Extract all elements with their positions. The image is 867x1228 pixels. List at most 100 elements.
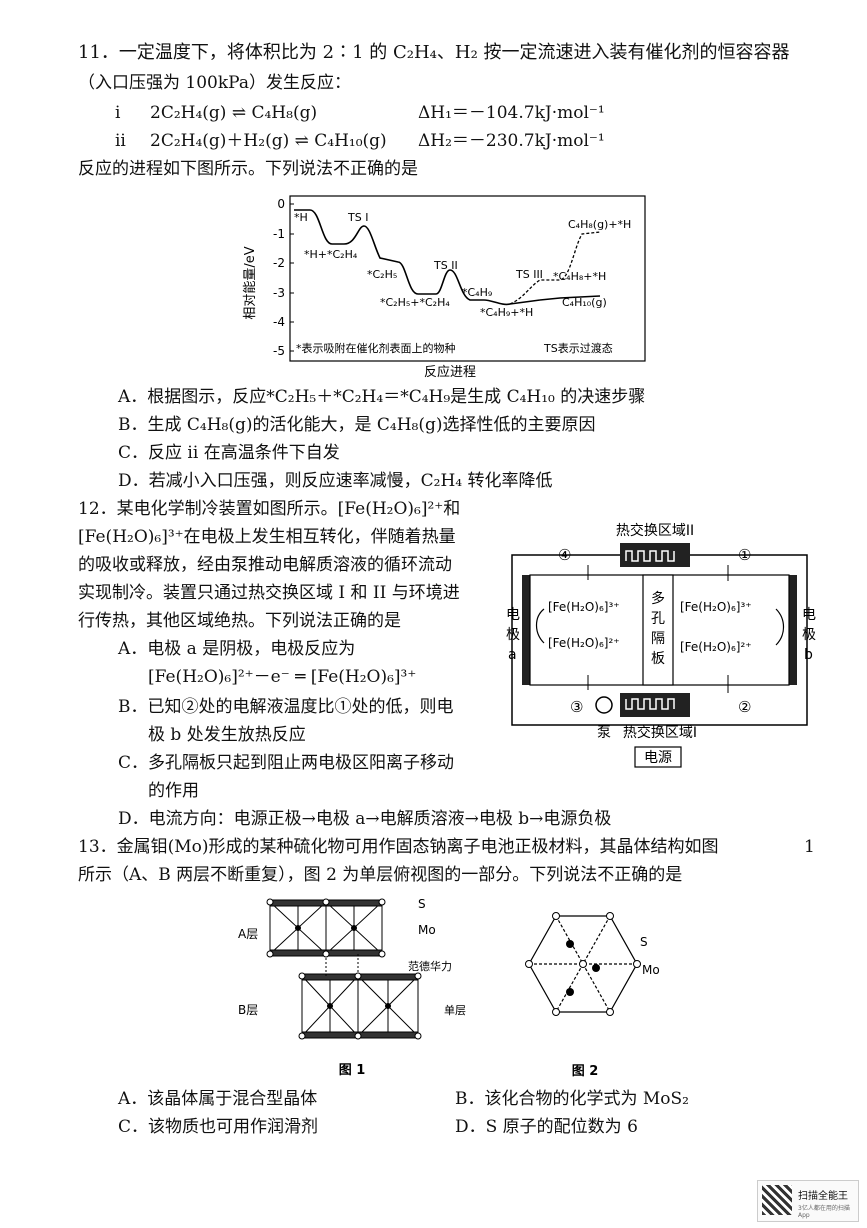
label-mo-fig2: Mo — [642, 963, 660, 977]
q11-option-b: B．生成 C₄H₈(g)的活化能大，是 C₄H₈(g)选择性低的主要原因 — [118, 415, 596, 435]
label-c4h8-gas: C₄H₈(g)+*H — [568, 218, 631, 231]
marker-2: ② — [738, 698, 751, 716]
q11-reaction1-label: i — [115, 103, 121, 123]
y-tick: -1 — [273, 227, 285, 241]
plot-frame — [289, 195, 646, 362]
q13-stem-line2: 所示（A、B 两层不断重复），图 2 为单层俯视图的一部分。下列说法不正确的是 — [78, 865, 683, 885]
q11-reaction1-enthalpy: ΔH₁＝－104.7kJ·mol⁻¹ — [418, 103, 605, 123]
caption-figure-2: 图 2 — [572, 1064, 599, 1079]
fe2-right: [Fe(H₂O)₆]²⁺ — [680, 640, 752, 654]
q11-reaction1-equation: 2C₂H₄(g) ⇌ C₄H₈(g) — [150, 103, 318, 123]
note-adsorbed: *表示吸附在催化剂表面上的物种 — [296, 341, 456, 355]
crystal-top-view-figure-2: S Mo 图 2 — [525, 912, 660, 1079]
electrode-a — [522, 575, 530, 685]
q12-option-a-line2: [Fe(H₂O)₆]²⁺－e⁻ ═ [Fe(H₂O)₆]³⁺ — [148, 667, 417, 687]
label-ts3: TS III — [515, 268, 543, 281]
marker-4: ④ — [558, 546, 571, 564]
q12-option-d: D．电流方向：电源正极→电极 a→电解质溶液→电极 b→电源负极 — [118, 809, 612, 829]
q12-stem-line4: 实现制冷。装置只通过热交换区域 I 和 II 与环境进 — [78, 583, 460, 603]
label-s-fig1: S — [418, 897, 426, 911]
y-tick: -2 — [273, 256, 285, 270]
scanner-watermark: 扫描全能王 3亿人都在用的扫描App — [757, 1180, 859, 1222]
power-source — [634, 746, 682, 768]
label-c2h5: *C₂H₅ — [367, 268, 397, 281]
q12-stem-line2: [Fe(H₂O)₆]³⁺在电极上发生相互转化，伴随着热量 — [78, 527, 456, 547]
membrane-char: 孔 — [651, 611, 665, 627]
marker-3: ③ — [570, 698, 583, 716]
q12-option-c-line1: C．多孔隔板只起到阻止两电极区阳离子移动 — [118, 753, 455, 773]
q13-option-b: B．该化合物的化学式为 MoS₂ — [455, 1089, 689, 1109]
electrode-b-char: b — [804, 647, 813, 663]
y-axis-label: 相对能量/eV — [243, 246, 258, 319]
qr-code-icon — [762, 1185, 792, 1215]
electrode-a-char: 极 — [506, 627, 520, 643]
q12-stem-line1: 12．某电化学制冷装置如图所示。[Fe(H₂O)₆]²⁺和 — [78, 499, 461, 519]
q12-option-b-line1: B．已知②处的电解液温度比①处的低，则电 — [118, 697, 454, 717]
label-s-fig2: S — [640, 935, 648, 949]
electrode-a-char: 电 — [506, 607, 520, 623]
reaction-path-c4h10 — [294, 209, 541, 306]
q11-reaction2-enthalpy: ΔH₂＝－230.7kJ·mol⁻¹ — [418, 131, 605, 151]
label-van-der-waals: 范德华力 — [408, 959, 452, 973]
heat-exchanger-1 — [620, 693, 690, 717]
label-c2h5-c2h4: *C₂H₅+*C₂H₄ — [380, 296, 450, 309]
fe3-right: [Fe(H₂O)₆]³⁺ — [680, 600, 752, 614]
note-transition-state: TS表示过渡态 — [543, 341, 613, 355]
q11-option-d: D．若减小入口压强，则反应速率减慢，C₂H₄ 转化率降低 — [118, 471, 553, 491]
y-tick: 0 — [277, 197, 285, 211]
label-h: *H — [294, 211, 308, 224]
arrow-right-cycle — [775, 608, 785, 646]
electrode-b-char: 电 — [802, 607, 816, 623]
label-c4h8-h-adsorbed: *C₄H₈+*H — [553, 270, 606, 283]
electrode-a-char: a — [508, 647, 517, 663]
q13-option-c: C．该物质也可用作润滑剂 — [118, 1117, 319, 1137]
label-ts1: TS I — [347, 211, 368, 224]
y-ticks: 0 -1 -2 -3 -4 -5 — [273, 197, 285, 358]
label-pump: 泵 — [597, 725, 611, 741]
q12-stem-line3: 的吸收或释放，经由泵推动电解质溶液的循环流动 — [78, 555, 452, 575]
energy-profile-diagram: 相对能量/eV 0 -1 -2 -3 -4 -5 *H *H+*C₂H₄ TS … — [243, 195, 646, 378]
x-axis-label: 反应进程 — [424, 364, 476, 378]
q11-stem-line2: （入口压强为 100kPa）发生反应： — [78, 73, 351, 93]
q12-stem-line5: 行传热，其他区域绝热。下列说法正确的是 — [78, 611, 401, 631]
membrane-char: 多 — [651, 590, 665, 607]
q12-option-b-line2: 极 b 处发生放热反应 — [148, 725, 306, 745]
q12-option-c-line2: 的作用 — [148, 781, 199, 801]
crystal-structure-figure-1: A层 B层 S Mo 范德华力 单层 图 1 — [238, 897, 466, 1078]
q11-reaction2-equation: 2C₂H₄(g)＋H₂(g) ⇌ C₄H₁₀(g) — [150, 131, 387, 151]
label-h-c2h4: *H+*C₂H₄ — [304, 248, 358, 261]
q13-option-a: A．该晶体属于混合型晶体 — [118, 1089, 318, 1109]
watermark-subtitle: 3亿人都在用的扫描App — [798, 1205, 850, 1219]
label-layer-a: A层 — [238, 927, 258, 941]
membrane-char: 板 — [651, 651, 665, 667]
q11-stem-line1: 11．一定温度下，将体积比为 2∶1 的 C₂H₄、H₂ 按一定流速进入装有催化… — [78, 42, 790, 63]
electrode-b-char: 极 — [802, 627, 816, 643]
label-layer-b: B层 — [238, 1003, 258, 1017]
label-c4h9: *C₄H₉ — [462, 286, 492, 299]
q13-option-d: D．S 原子的配位数为 6 — [455, 1117, 638, 1137]
q11-stem-line5: 反应的进程如下图所示。下列说法不正确的是 — [78, 159, 418, 179]
q11-option-a: A．根据图示，反应*C₂H₅＋*C₂H₄＝*C₄H₉是生成 C₄H₁₀ 的决速步… — [118, 387, 646, 407]
fe3-left: [Fe(H₂O)₆]³⁺ — [548, 600, 620, 614]
label-mo-fig1: Mo — [418, 923, 436, 937]
reaction-path-c4h10-tail — [539, 295, 601, 301]
caption-figure-1: 图 1 — [339, 1063, 366, 1078]
y-tick: -3 — [273, 286, 285, 300]
label-heat-exchange-2: 热交换区域II — [616, 522, 694, 539]
heat-exchanger-2 — [620, 543, 690, 567]
y-tick: -4 — [273, 315, 285, 329]
electrode-b — [789, 575, 797, 685]
q12-option-a-line1: A．电极 a 是阴极，电极反应为 — [118, 639, 356, 659]
arrow-left-cycle — [535, 608, 545, 644]
pump-icon — [595, 696, 613, 714]
q13-side-mark: 1 — [804, 837, 815, 857]
label-single-layer: 单层 — [444, 1004, 466, 1017]
label-c4h9-h: *C₄H₉+*H — [480, 306, 533, 319]
label-heat-exchange-1: 热交换区域I — [623, 724, 697, 741]
marker-1: ① — [738, 546, 751, 564]
q11-reaction2-label: ii — [115, 131, 126, 151]
label-power-source: 电源 — [644, 750, 672, 766]
porous-membrane — [642, 574, 674, 686]
q13-stem-line1: 13．金属钼(Mo)形成的某种硫化物可用作固态钠离子电池正极材料，其晶体结构如图 — [78, 837, 719, 857]
label-c4h10-gas: C₄H₁₀(g) — [562, 296, 607, 309]
